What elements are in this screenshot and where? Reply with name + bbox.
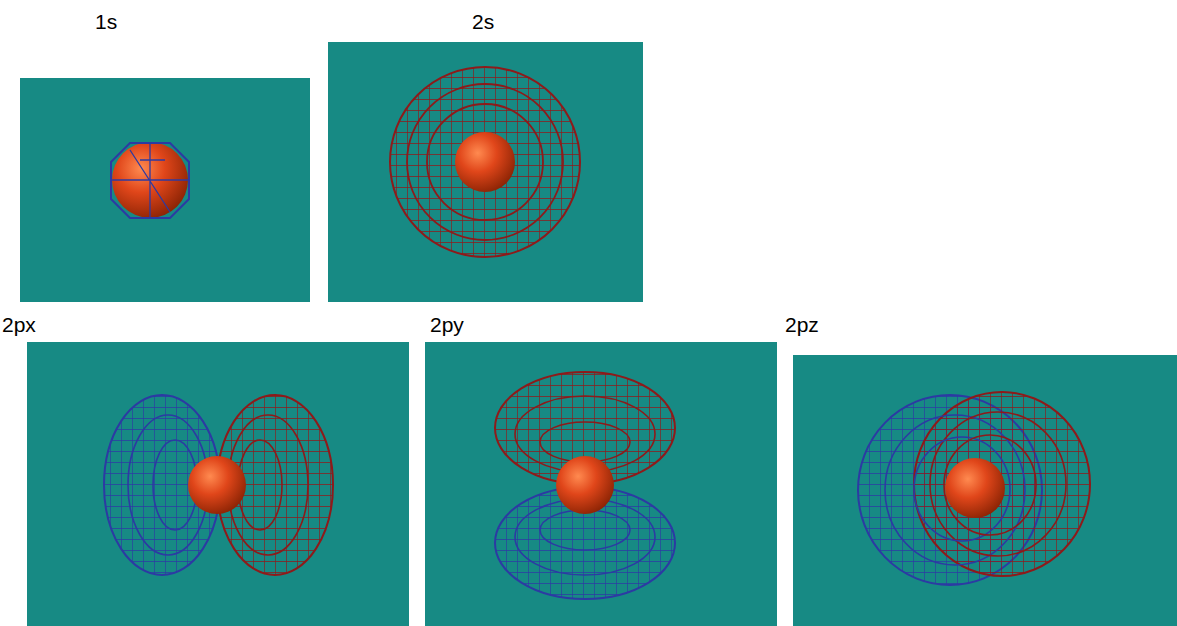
orbital-label: 2py [430,313,464,336]
orbital-2pz [858,392,1090,585]
orbital-2s [390,67,580,257]
orbital-2px [104,395,333,575]
orbital-label: 2pz [785,313,819,336]
panel [328,42,643,302]
orbital-label: 2s [472,10,494,33]
orbital-label: 1s [95,10,117,33]
panel [27,342,409,626]
orbital-2py [495,372,675,599]
panel [20,78,310,302]
orbital-1s [111,142,189,218]
panel [793,355,1177,626]
orbital-label: 2px [2,313,36,336]
panel [425,342,777,626]
